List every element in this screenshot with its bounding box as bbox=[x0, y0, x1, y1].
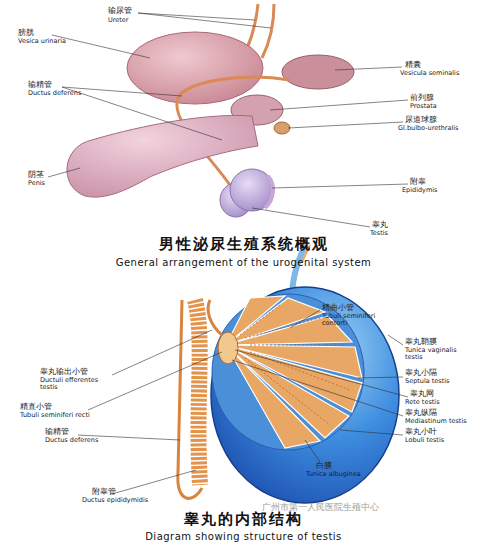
latin-name: Penis bbox=[28, 180, 45, 187]
latin-name: Ductus epididymidis bbox=[82, 497, 148, 504]
leader-lines bbox=[78, 310, 408, 494]
latin-name: Lobuli testis bbox=[405, 437, 444, 444]
latin-name: Vesica urinaria bbox=[18, 38, 66, 45]
leader-line bbox=[138, 13, 271, 28]
latin-name: Septula testis bbox=[405, 378, 449, 385]
seminal-vesicle-shape bbox=[282, 55, 354, 89]
leader-line bbox=[305, 440, 320, 462]
latin-name: Ureter bbox=[108, 17, 129, 24]
latin-name: Gl.bulbo-urethralis bbox=[398, 125, 459, 132]
leader-line bbox=[48, 168, 80, 177]
figure-caption: 男性泌尿生殖系统概观 bbox=[0, 236, 487, 253]
leader-line bbox=[290, 310, 320, 328]
tubule-line bbox=[250, 345, 345, 346]
latin-name: Tubuli seminiferi contorti bbox=[322, 313, 384, 327]
part-name: 睾丸网 bbox=[410, 390, 434, 399]
latin-name: Testis bbox=[370, 230, 388, 237]
part-name: 睾丸输出小管 bbox=[40, 368, 88, 377]
latin-name: Tubuli seminiferi recti bbox=[20, 412, 90, 419]
part-name: 睾丸鞘膜 bbox=[405, 338, 437, 347]
epididymis-band bbox=[195, 300, 200, 485]
part-name: 输尿管 bbox=[108, 7, 132, 16]
part-name: 睾丸 bbox=[372, 221, 388, 230]
leader-line bbox=[388, 335, 403, 345]
tubule-line bbox=[245, 318, 320, 338]
part-name: 膀胱 bbox=[18, 29, 34, 38]
leader-line bbox=[52, 35, 150, 58]
testis-shape bbox=[230, 169, 274, 211]
figure-caption-en: General arrangement of the urogenital sy… bbox=[0, 257, 487, 268]
latin-name: Vesicula seminalis bbox=[400, 70, 459, 77]
leader-line bbox=[62, 87, 222, 140]
latin-name: Mediastinum testis bbox=[405, 418, 467, 425]
part-name: 输精管 bbox=[28, 81, 52, 90]
efferent-ductules bbox=[208, 300, 222, 335]
latin-name: Ductus deferens bbox=[28, 90, 81, 97]
rete-testis-shape bbox=[218, 332, 238, 364]
part-name: 精直小管 bbox=[20, 403, 52, 412]
leader-line bbox=[112, 470, 196, 494]
leader-lines bbox=[48, 13, 408, 227]
leader-line bbox=[112, 330, 212, 375]
part-name: 精囊 bbox=[405, 61, 421, 70]
tubule-line bbox=[245, 358, 330, 425]
figure-caption-en: Diagram showing structure of testis bbox=[0, 531, 487, 542]
latin-name: Ductuli efferentes testis bbox=[40, 377, 112, 391]
latin-name: Tunica vaginalis testis bbox=[405, 347, 467, 361]
watermark: 广州市第一人民医院生殖中心 bbox=[262, 503, 379, 513]
figure-caption: 睾丸的内部结构 bbox=[0, 511, 487, 528]
tunica-vaginalis-shape bbox=[211, 287, 399, 503]
part-name: 睾丸小隔 bbox=[405, 369, 437, 378]
part-name: 附睾管 bbox=[92, 488, 116, 497]
leader-line bbox=[88, 352, 222, 410]
leader-line bbox=[232, 360, 403, 416]
part-name: 白膜 bbox=[316, 462, 332, 471]
bulbourethral-gland bbox=[274, 122, 290, 134]
part-name: 附睾 bbox=[410, 178, 426, 187]
leader-line bbox=[270, 100, 408, 110]
leader-line bbox=[138, 13, 255, 20]
part-name: 精曲小管 bbox=[322, 304, 354, 313]
leader-line bbox=[272, 184, 408, 188]
latin-name: Ductus deferens bbox=[45, 437, 98, 444]
part-name: 尿道球腺 bbox=[405, 116, 437, 125]
leader-line bbox=[288, 122, 403, 128]
leader-line bbox=[358, 377, 403, 378]
leader-line bbox=[335, 67, 402, 70]
part-name: 前列腺 bbox=[410, 94, 434, 103]
part-name: 阴茎 bbox=[28, 171, 44, 180]
latin-name: Prostata bbox=[410, 103, 437, 110]
leader-line bbox=[252, 208, 370, 227]
ductus-deferens-tube bbox=[178, 300, 202, 498]
part-name: 输精管 bbox=[45, 428, 69, 437]
leader-line bbox=[340, 430, 403, 435]
leader-line bbox=[235, 350, 408, 397]
latin-name: Epididymis bbox=[402, 187, 437, 194]
ureter-tube bbox=[262, 4, 274, 58]
latin-name: Rete testis bbox=[405, 399, 440, 406]
part-name: 睾丸小叶 bbox=[405, 428, 437, 437]
part-name: 睾丸纵隔 bbox=[405, 409, 437, 418]
epididymis-shape bbox=[265, 176, 273, 208]
latin-name: Tunica albuginea bbox=[306, 471, 361, 478]
